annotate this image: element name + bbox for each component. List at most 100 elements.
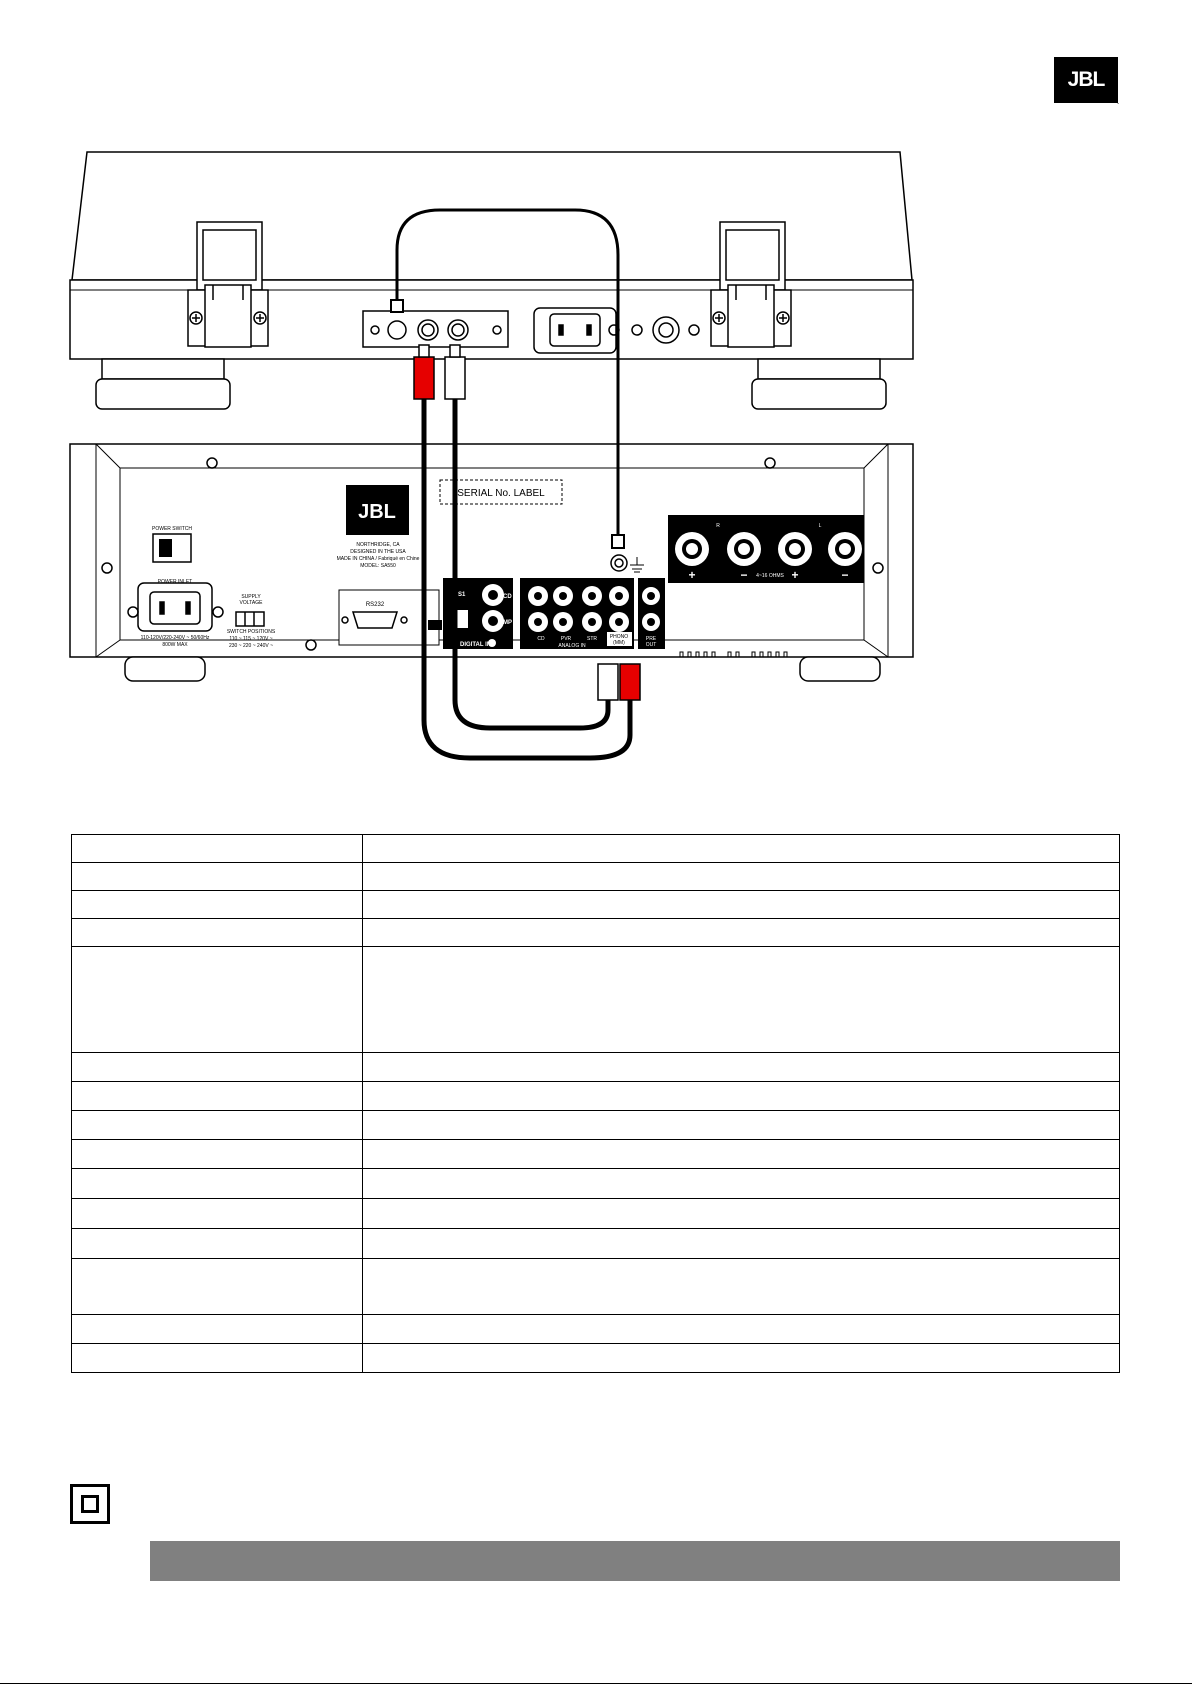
spec-row bbox=[71, 1314, 1120, 1344]
ground-symbol-icon bbox=[630, 557, 644, 573]
amplifier-labels: SERIAL No. LABEL JBL NORTHRIDGE, CA DESI… bbox=[141, 488, 849, 649]
spec-value-cell bbox=[362, 1314, 1120, 1344]
speaker-l-plus: + bbox=[791, 568, 798, 582]
spec-row bbox=[71, 1052, 1120, 1082]
serial-number-label-box bbox=[439, 479, 563, 505]
speaker-l-text: L bbox=[819, 523, 822, 529]
spec-table bbox=[71, 834, 1120, 1373]
spec-row bbox=[71, 1168, 1120, 1199]
spec-value-cell bbox=[362, 1228, 1120, 1259]
speaker-r-minus: − bbox=[740, 568, 747, 582]
spec-label-cell bbox=[71, 1198, 363, 1229]
serial-label-text: SERIAL No. LABEL bbox=[457, 488, 545, 499]
spec-value-cell bbox=[362, 1052, 1120, 1082]
spec-value-cell bbox=[362, 1081, 1120, 1111]
registered-mark: . bbox=[1117, 97, 1120, 106]
spec-label-cell bbox=[71, 834, 363, 863]
turntable-rca-left-jack bbox=[417, 319, 439, 341]
amplifier-vents bbox=[679, 651, 788, 658]
ground-wire bbox=[395, 208, 620, 545]
speaker-l-minus: − bbox=[841, 568, 848, 582]
spec-row bbox=[71, 1343, 1120, 1373]
spec-row bbox=[71, 1110, 1120, 1140]
analog-in-text: ANALOG IN bbox=[558, 643, 586, 649]
amplifier-right-foot bbox=[799, 656, 881, 682]
turntable-output-panel bbox=[362, 310, 509, 348]
spec-row bbox=[71, 1228, 1120, 1259]
spec-value-cell bbox=[362, 890, 1120, 919]
spec-value-cell bbox=[362, 1110, 1120, 1140]
red-rca-cable bbox=[421, 398, 633, 761]
speaker-impedance-text: 4~16 OHMS bbox=[756, 573, 784, 579]
rs232-port bbox=[351, 611, 399, 629]
cables bbox=[390, 208, 633, 761]
spec-value-cell bbox=[362, 946, 1120, 1053]
red-rca-plug-amplifier bbox=[619, 663, 641, 701]
power-switch-text: POWER SWITCH bbox=[152, 526, 192, 532]
spec-row bbox=[71, 834, 1120, 863]
right-hinge-icon bbox=[710, 221, 792, 348]
amplifier bbox=[69, 443, 914, 682]
amplifier-power-inlet bbox=[137, 582, 213, 632]
turntable-ground-terminal bbox=[387, 320, 407, 340]
spec-label-cell bbox=[71, 1052, 363, 1082]
turntable-left-foot bbox=[95, 378, 231, 410]
spec-label-cell bbox=[71, 890, 363, 919]
spec-label-cell bbox=[71, 1228, 363, 1259]
spec-label-cell bbox=[71, 1343, 363, 1373]
company-line-2: DESIGNED IN THE USA bbox=[350, 549, 406, 555]
spec-row bbox=[71, 918, 1120, 947]
turntable-dust-cover bbox=[71, 151, 913, 281]
spec-value-cell bbox=[362, 1198, 1120, 1229]
phono-mm-inputs-highlight bbox=[607, 632, 632, 646]
spec-label-cell bbox=[71, 946, 363, 1053]
cd-coax-text: CD bbox=[503, 594, 512, 600]
spec-value-cell bbox=[362, 1343, 1120, 1373]
supply-voltage-line-2: VOLTAGE bbox=[240, 600, 264, 606]
phono-text-1: PHONO bbox=[610, 634, 628, 640]
white-rca-plug-turntable bbox=[444, 356, 466, 400]
spec-label-cell bbox=[71, 862, 363, 891]
turntable-power-inlet bbox=[533, 307, 617, 354]
spec-value-cell bbox=[362, 1139, 1120, 1169]
amplifier-left-foot bbox=[124, 656, 206, 682]
spec-label-cell bbox=[71, 1139, 363, 1169]
left-hinge-icon bbox=[187, 221, 269, 348]
spec-label-cell bbox=[71, 1314, 363, 1344]
mp-coax-text: MP bbox=[503, 620, 512, 626]
spec-row bbox=[71, 1258, 1120, 1315]
amplifier-ground-terminal bbox=[610, 554, 628, 572]
turntable-rca-right-jack bbox=[447, 319, 469, 341]
phono-text-2: (MM) bbox=[613, 640, 625, 646]
white-rca-plug-amplifier bbox=[597, 663, 619, 701]
supply-voltage-line-1: SUPPLY bbox=[241, 594, 261, 600]
white-rca-cable bbox=[452, 398, 611, 731]
supply-voltage-switch bbox=[235, 611, 265, 627]
spec-value-cell bbox=[362, 1168, 1120, 1199]
spec-row bbox=[71, 1139, 1120, 1169]
digital-in-text: DIGITAL IN bbox=[460, 642, 491, 648]
spec-row bbox=[71, 862, 1120, 891]
double-insulation-icon bbox=[70, 1484, 110, 1524]
rs232-text: RS232 bbox=[366, 602, 385, 608]
bottom-rule bbox=[0, 1683, 1192, 1684]
red-rca-plug-turntable bbox=[413, 356, 435, 400]
pre-out-text-2: OUT bbox=[646, 642, 657, 648]
spec-value-cell bbox=[362, 1258, 1120, 1315]
analog-input-cd: CD bbox=[537, 636, 545, 642]
switch-positions-line-2: 230 ~ 220 ~ 240V ~ bbox=[229, 643, 273, 649]
analog-input-str: STR bbox=[587, 636, 597, 642]
company-line-3: MADE IN CHINA / Fabriqué en Chine bbox=[337, 556, 420, 562]
analog-input-pvr: PVR bbox=[561, 636, 572, 642]
spec-label-cell bbox=[71, 918, 363, 947]
spec-label-cell bbox=[71, 1258, 363, 1315]
s1-text: S1 bbox=[458, 592, 466, 598]
power-rating-line-1: 110-120V/220-240V ~ 50/60Hz bbox=[141, 635, 210, 641]
turntable-power-switch bbox=[652, 316, 680, 344]
amplifier-jbl-logo bbox=[346, 485, 409, 535]
company-line-1: NORTHRIDGE, CA bbox=[356, 542, 400, 548]
pre-out-text-1: PRE bbox=[646, 636, 657, 642]
spec-value-cell bbox=[362, 918, 1120, 947]
switch-positions-line-1: 110 ~ 115 ~ 120V ~ bbox=[229, 636, 272, 642]
spec-label-cell bbox=[71, 1168, 363, 1199]
